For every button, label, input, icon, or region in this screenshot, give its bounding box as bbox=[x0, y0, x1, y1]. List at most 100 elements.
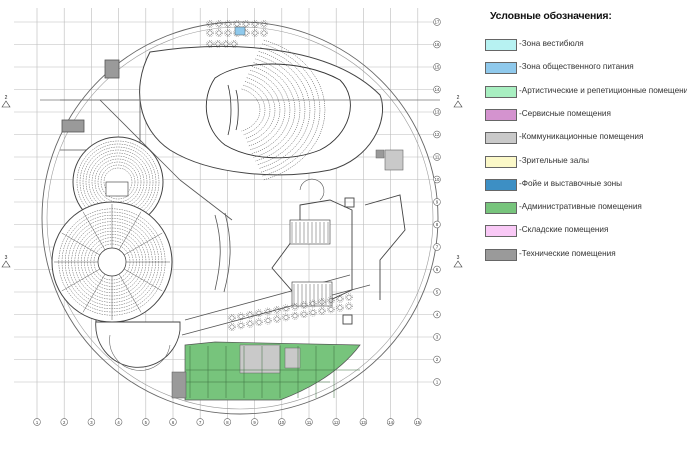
axis-label-11: 11 bbox=[305, 418, 313, 426]
svg-text:15: 15 bbox=[415, 420, 420, 425]
svg-text:4: 4 bbox=[436, 312, 439, 317]
axis-label-row-3: 3 bbox=[433, 333, 441, 341]
legend-swatch bbox=[485, 202, 517, 215]
legend-swatch bbox=[485, 108, 517, 121]
axis-label-row-15: 15 bbox=[433, 63, 441, 71]
legend-label: -Коммуникационные помещения bbox=[519, 132, 644, 142]
svg-text:2: 2 bbox=[436, 357, 439, 362]
svg-text:1: 1 bbox=[436, 380, 439, 385]
axis-label-row-4: 4 bbox=[433, 310, 441, 319]
legend-swatch bbox=[485, 39, 517, 51]
svg-text:17: 17 bbox=[435, 20, 440, 25]
axis-label-row-1: 1 bbox=[433, 378, 441, 386]
admin-block bbox=[171, 341, 361, 401]
main-auditorium bbox=[139, 39, 384, 181]
central-lobby bbox=[99, 99, 371, 336]
cafe-tables bbox=[206, 20, 353, 331]
legend-label: -Зрительные залы bbox=[519, 155, 589, 165]
svg-text:11: 11 bbox=[307, 420, 312, 425]
svg-text:3: 3 bbox=[436, 335, 439, 340]
axis-label-12: 12 bbox=[332, 418, 340, 426]
legend-swatch bbox=[485, 178, 517, 191]
upper-left-rooms bbox=[40, 59, 440, 151]
svg-text:14: 14 bbox=[388, 420, 393, 425]
legend-label: -Технические помещения bbox=[519, 248, 616, 258]
svg-text:6: 6 bbox=[172, 420, 175, 425]
svg-text:7: 7 bbox=[436, 245, 439, 250]
svg-text:2: 2 bbox=[63, 420, 66, 425]
svg-text:1: 1 bbox=[36, 420, 39, 425]
axis-label-row-17: 17 bbox=[433, 18, 441, 26]
axis-label-row-13: 13 bbox=[433, 108, 441, 116]
legend-swatch bbox=[485, 248, 517, 261]
axis-label-row-16: 16 bbox=[433, 40, 441, 49]
svg-text:12: 12 bbox=[334, 420, 339, 425]
svg-text:14: 14 bbox=[435, 87, 440, 92]
axis-label-5: 5 bbox=[142, 418, 150, 426]
legend-label: -Зона вестибюля bbox=[519, 39, 584, 48]
axis-label-14: 14 bbox=[386, 418, 395, 426]
svg-text:5: 5 bbox=[436, 290, 439, 295]
legend-label: -Зона общественного питания bbox=[519, 62, 634, 72]
svg-text:16: 16 bbox=[435, 42, 440, 47]
axis-label-row-12: 12 bbox=[433, 130, 441, 139]
axis-label-2: 2 bbox=[60, 418, 68, 426]
axis-label-6: 6 bbox=[169, 418, 177, 426]
svg-text:3: 3 bbox=[457, 255, 460, 261]
axis-label-3: 3 bbox=[87, 418, 96, 426]
legend-swatch bbox=[485, 132, 517, 145]
svg-text:8: 8 bbox=[436, 222, 439, 227]
svg-text:2: 2 bbox=[457, 95, 460, 101]
legend-label: -Складские помещения bbox=[519, 225, 609, 235]
axis-label-7: 7 bbox=[196, 418, 204, 426]
svg-text:10: 10 bbox=[279, 420, 284, 425]
axis-label-row-9: 9 bbox=[433, 198, 441, 206]
axis-label-4: 4 bbox=[114, 418, 123, 426]
axis-label-8: 8 bbox=[223, 418, 232, 426]
svg-text:3: 3 bbox=[90, 420, 93, 425]
section-mark-3: 3 bbox=[1, 255, 11, 268]
svg-text:2: 2 bbox=[5, 95, 8, 101]
section-mark-2: 2 bbox=[453, 95, 463, 108]
svg-text:15: 15 bbox=[435, 65, 440, 70]
axis-label-row-14: 14 bbox=[433, 85, 441, 94]
axis-label-row-11: 11 bbox=[433, 153, 441, 161]
axis-label-row-7: 7 bbox=[433, 243, 441, 251]
svg-text:4: 4 bbox=[117, 420, 120, 425]
right-wing bbox=[271, 149, 406, 325]
legend-swatch bbox=[485, 155, 517, 168]
svg-text:3: 3 bbox=[5, 255, 8, 261]
round-halls bbox=[51, 136, 181, 371]
legend-label: -Сервисные помещения bbox=[519, 108, 611, 118]
axis-label-1: 1 bbox=[33, 418, 41, 426]
axis-label-10: 10 bbox=[278, 418, 286, 426]
legend-swatch bbox=[485, 62, 517, 75]
svg-text:13: 13 bbox=[361, 420, 366, 425]
legend-title: Условные обозначения: bbox=[490, 10, 612, 22]
axis-label-9: 9 bbox=[250, 418, 259, 426]
axis-label-row-6: 6 bbox=[433, 265, 441, 274]
legend-label: -Фойе и выставочные зоны bbox=[519, 178, 623, 188]
svg-text:11: 11 bbox=[435, 155, 440, 160]
section-mark-2: 2 bbox=[1, 95, 11, 108]
svg-text:13: 13 bbox=[435, 110, 440, 115]
section-mark-3: 3 bbox=[453, 255, 463, 268]
legend-label: -Артистические и репетиционные помещения bbox=[519, 85, 687, 95]
svg-text:10: 10 bbox=[435, 177, 440, 182]
svg-text:9: 9 bbox=[253, 420, 256, 425]
svg-text:5: 5 bbox=[145, 420, 148, 425]
axis-label-row-10: 10 bbox=[433, 175, 441, 184]
legend-swatch bbox=[485, 85, 517, 98]
svg-text:8: 8 bbox=[226, 420, 229, 425]
svg-text:7: 7 bbox=[199, 420, 202, 425]
legend-swatch bbox=[485, 225, 517, 238]
svg-text:12: 12 bbox=[435, 132, 440, 137]
axis-label-row-8: 8 bbox=[433, 220, 441, 229]
legend-label: -Административные помещения bbox=[519, 202, 642, 212]
axis-label-row-5: 5 bbox=[433, 288, 441, 296]
axis-label-13: 13 bbox=[359, 418, 368, 426]
svg-text:9: 9 bbox=[436, 200, 439, 205]
